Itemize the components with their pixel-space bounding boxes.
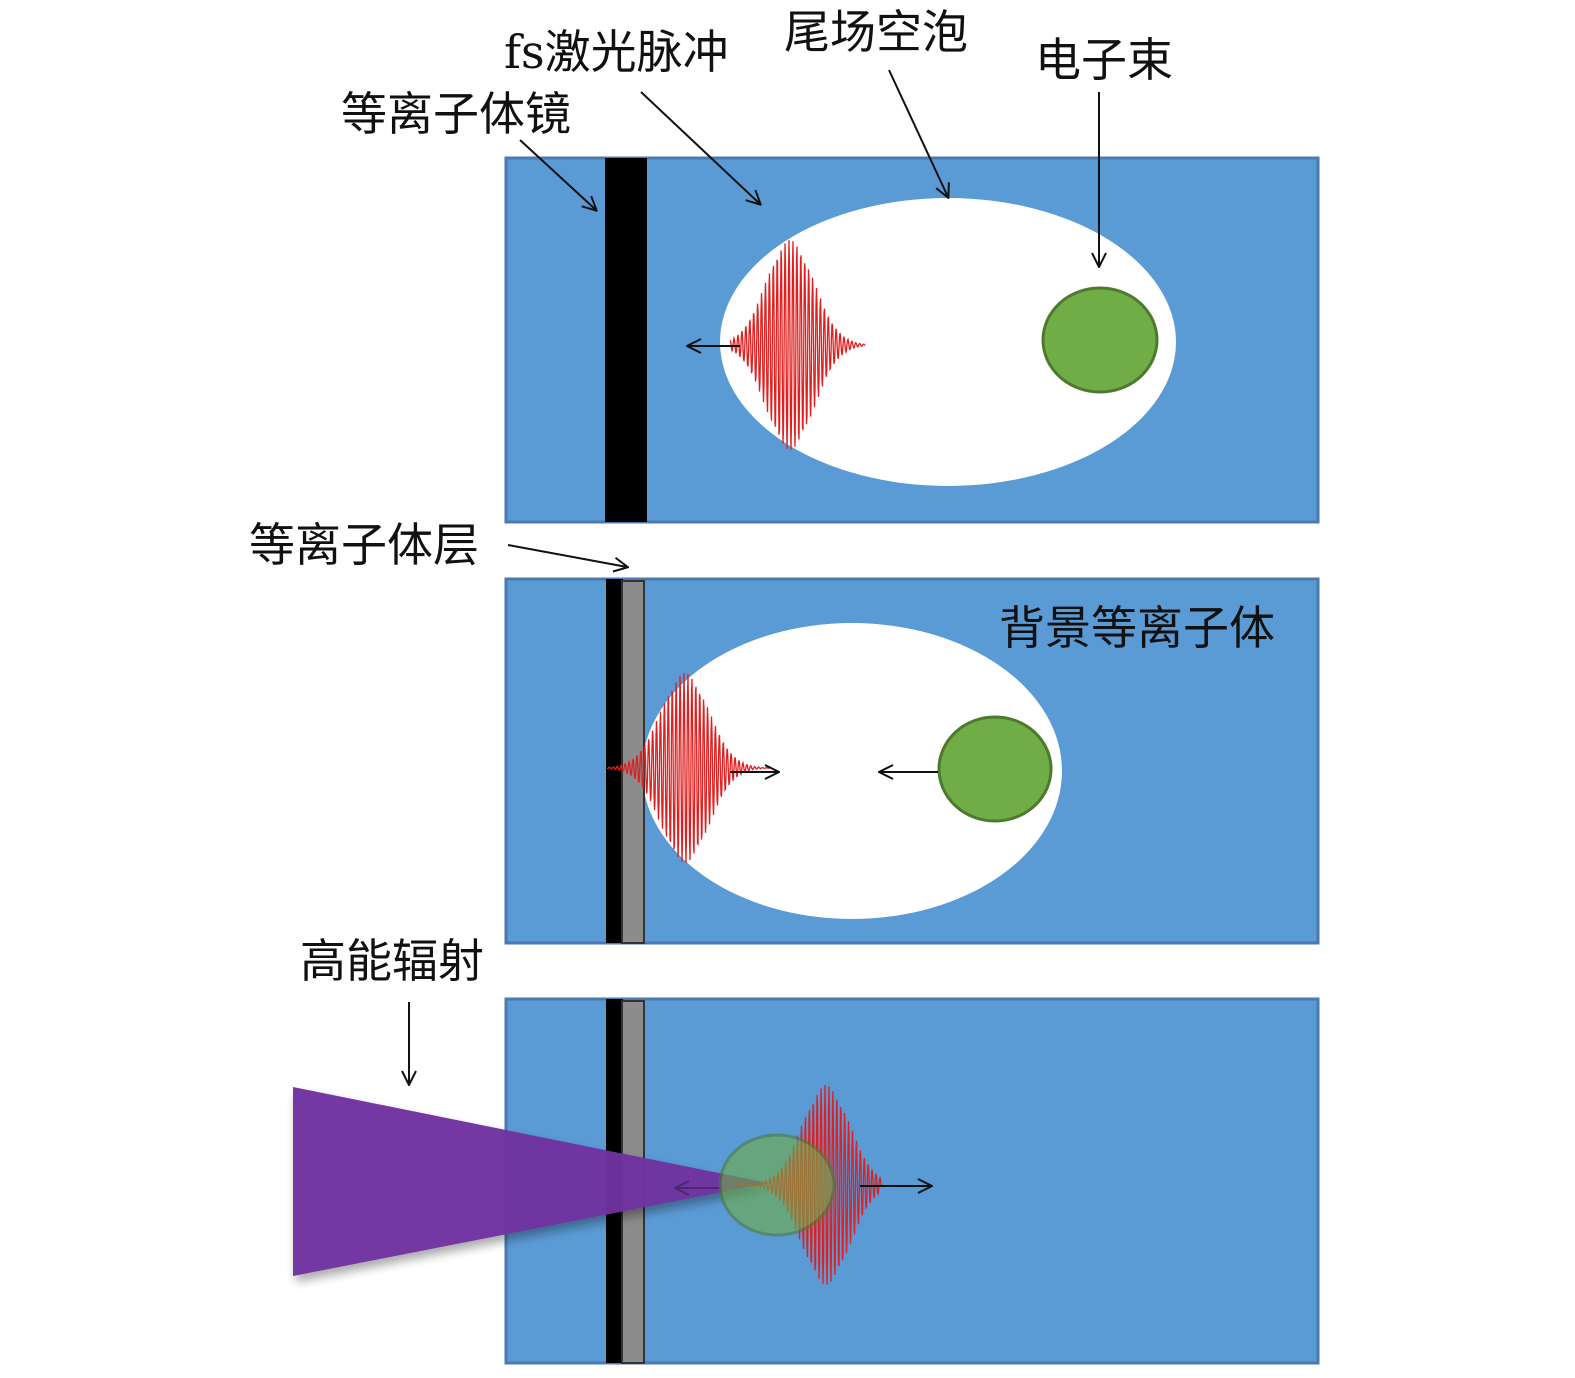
laser-wave-path <box>606 673 771 863</box>
wake-bubble-1 <box>720 198 1176 486</box>
label-background-plasma: 背景等离子体 <box>999 601 1275 655</box>
panel-2 <box>504 577 1320 945</box>
panel-3 <box>293 997 1320 1365</box>
panel-1 <box>504 156 1320 524</box>
laser-pulse-1 <box>729 240 866 450</box>
label-fs-laser-pulse: fs激光脉冲 <box>504 25 729 79</box>
label-high-energy-radiation: 高能辐射 <box>300 934 484 988</box>
wake-bubble-2 <box>642 623 1062 919</box>
laser-wave-path <box>729 240 866 450</box>
pointer-fs-laser <box>640 91 760 204</box>
electron-beam-1 <box>1041 286 1159 394</box>
laser-pulse-2 <box>606 673 771 863</box>
radiation-cone <box>293 1087 768 1276</box>
label-plasma-mirror: 等离子体镜 <box>341 87 571 141</box>
electron-beam-2 <box>937 715 1053 823</box>
label-wake-bubble: 尾场空泡 <box>784 5 968 59</box>
plasma-mirror-1 <box>605 158 647 522</box>
pointer-plasma-layer <box>507 544 627 567</box>
label-plasma-layer: 等离子体层 <box>249 518 479 572</box>
electron-beam-3 <box>718 1133 836 1237</box>
pointer-wake-bubble <box>888 69 948 197</box>
annotation-arrows <box>409 69 1099 1084</box>
plasma-mirror-2 <box>606 579 623 943</box>
label-electron-beam: 电子束 <box>1035 33 1173 87</box>
pointer-plasma-mirror <box>519 139 596 210</box>
